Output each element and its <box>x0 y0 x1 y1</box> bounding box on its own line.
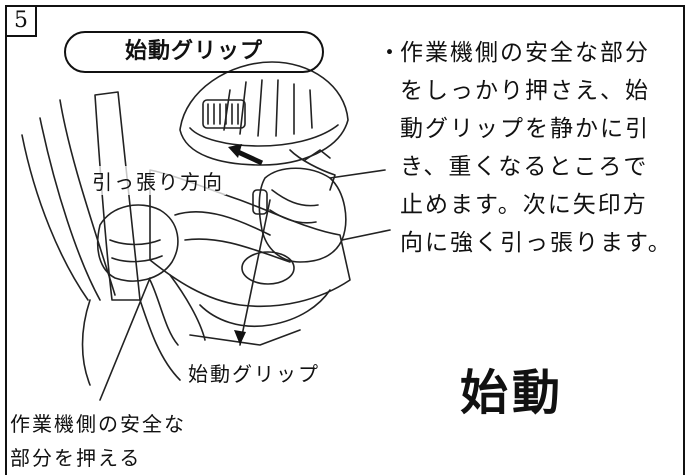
handle-bar-line <box>81 299 91 386</box>
handle-bar-line <box>59 99 116 296</box>
base-curve <box>199 289 331 328</box>
recoil-cover <box>179 61 349 166</box>
hold-leader-line <box>99 277 151 401</box>
recoil-cover-rim <box>189 124 339 147</box>
handle-bar <box>94 91 141 301</box>
pull-arrow-shaft <box>236 149 264 166</box>
pull-arrow-head <box>228 144 242 158</box>
grip-leader-arrow <box>234 330 246 345</box>
cover-vents <box>223 79 313 137</box>
handle-bar-line <box>139 299 181 381</box>
engine-edge <box>289 149 336 191</box>
arm-lower <box>149 274 206 346</box>
cover-slot <box>202 99 246 129</box>
pulling-hand <box>258 167 347 263</box>
section-title: 始動グリップ <box>64 31 324 73</box>
holding-hand <box>96 204 179 282</box>
instruction-body: 作業機側の安全な部分 をしっかり押さえ、始 動グリップを静かに引 き、重くなると… <box>400 40 673 256</box>
instruction-text: ・ 作業機側の安全な部分 をしっかり押さえ、始 動グリップを静かに引 き、重くな… <box>378 34 678 262</box>
cuff <box>304 149 331 161</box>
cover-grille <box>207 103 239 125</box>
handle-bar-line <box>39 117 101 301</box>
base-line <box>189 329 301 346</box>
hand-fingers <box>269 189 319 224</box>
holding-fingers <box>109 239 163 263</box>
page-frame <box>5 5 685 475</box>
grip-leader-line <box>239 199 271 346</box>
callout-hold-safe-part: 作業機側の安全な 部分を押える <box>10 412 186 470</box>
step-number: 5 <box>5 5 37 37</box>
callout-pull-direction: 引っ張り方向 <box>90 166 226 195</box>
engine-part <box>241 251 295 285</box>
forearm <box>329 169 391 241</box>
callout-starter-grip: 始動グリップ <box>188 362 320 386</box>
starter-grip <box>252 189 268 215</box>
bullet: ・ <box>378 40 401 66</box>
handle-bar-line <box>21 134 89 301</box>
big-label: 始動 <box>460 365 565 421</box>
engine-detail <box>174 211 291 263</box>
